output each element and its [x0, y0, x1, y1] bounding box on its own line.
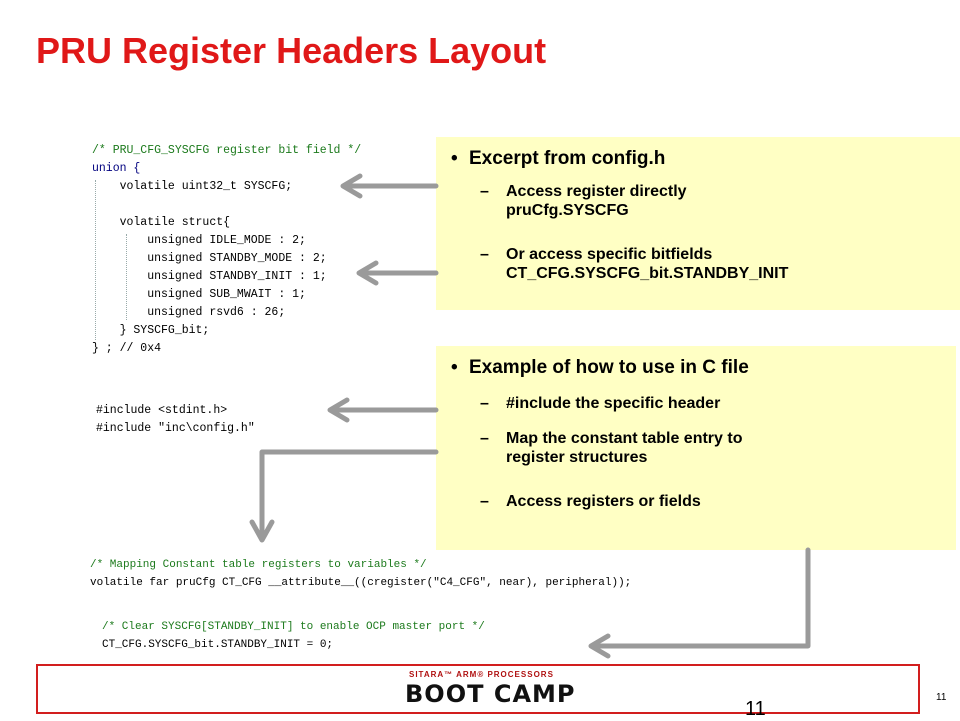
sub-bullet: –Access registers or fields — [480, 493, 701, 510]
code-line: unsigned STANDBY_INIT : 1; — [92, 270, 327, 283]
code-line: volatile far pruCfg CT_CFG __attribute__… — [90, 577, 632, 589]
code-line: volatile uint32_t SYSCFG; — [92, 180, 293, 193]
code-line: union { — [92, 162, 141, 175]
callout-config-excerpt: Excerpt from config.h –Access register d… — [436, 137, 960, 310]
code-line: /* Mapping Constant table registers to v… — [90, 559, 427, 571]
code-line: #include "inc\config.h" — [96, 422, 255, 435]
page-number-corner: 11 — [936, 692, 947, 703]
code-block-includes: #include <stdint.h> #include "inc\config… — [96, 402, 255, 438]
arrow-to-standby-init — [356, 260, 439, 286]
code-line: } SYSCFG_bit; — [92, 324, 210, 337]
code-line: unsigned STANDBY_MODE : 2; — [92, 252, 327, 265]
boot-camp-logo: SITARA™ ARM® PROCESSORS BOOT CAMP — [403, 670, 574, 710]
code-line: #include <stdint.h> — [96, 404, 228, 417]
arrow-to-includes — [327, 397, 439, 423]
arrow-to-syscfg — [340, 173, 439, 199]
indent-guide — [126, 234, 127, 320]
page-number: 11 — [745, 698, 766, 720]
code-line: /* PRU_CFG_SYSCFG register bit field */ — [92, 144, 362, 157]
code-line: unsigned IDLE_MODE : 2; — [92, 234, 306, 247]
sub-bullet: –#include the specific header — [480, 395, 721, 412]
code-block-mapping: /* Mapping Constant table registers to v… — [90, 556, 631, 592]
code-line: CT_CFG.SYSCFG_bit.STANDBY_INIT = 0; — [102, 639, 334, 651]
arrow-to-access — [588, 547, 811, 659]
slide-title: PRU Register Headers Layout — [36, 30, 547, 71]
code-line: } ; // 0x4 — [92, 342, 162, 355]
logo-tagline: SITARA™ ARM® PROCESSORS — [409, 670, 554, 679]
code-block-config-excerpt: /* PRU_CFG_SYSCFG register bit field */ … — [92, 142, 361, 358]
bullet-heading: Excerpt from config.h — [451, 147, 665, 171]
code-line: volatile struct{ — [92, 216, 231, 229]
code-line: unsigned SUB_MWAIT : 1; — [92, 288, 306, 301]
indent-guide — [95, 180, 96, 340]
code-block-access: /* Clear SYSCFG[STANDBY_INIT] to enable … — [102, 618, 485, 654]
logo-wordmark: BOOT CAMP — [405, 680, 576, 708]
code-line: unsigned rsvd6 : 26; — [92, 306, 286, 319]
bullet-heading: Example of how to use in C file — [451, 356, 749, 380]
arrow-down-to-mapping — [249, 449, 439, 543]
footer-banner: SITARA™ ARM® PROCESSORS BOOT CAMP — [36, 664, 920, 714]
code-line: /* Clear SYSCFG[STANDBY_INIT] to enable … — [102, 621, 485, 633]
callout-c-file-example: Example of how to use in C file –#includ… — [436, 346, 956, 550]
